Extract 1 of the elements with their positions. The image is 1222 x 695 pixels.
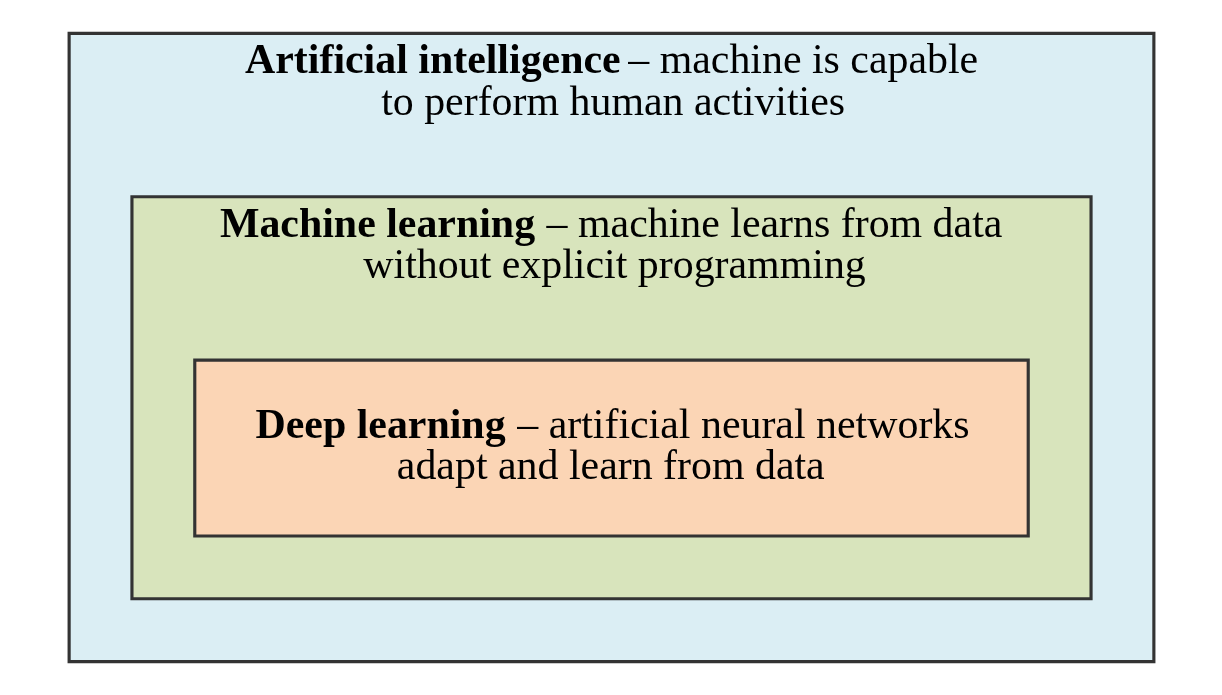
node-box: Deep learning – artificial neural networks adapt and learn from data xyxy=(192,358,1030,538)
